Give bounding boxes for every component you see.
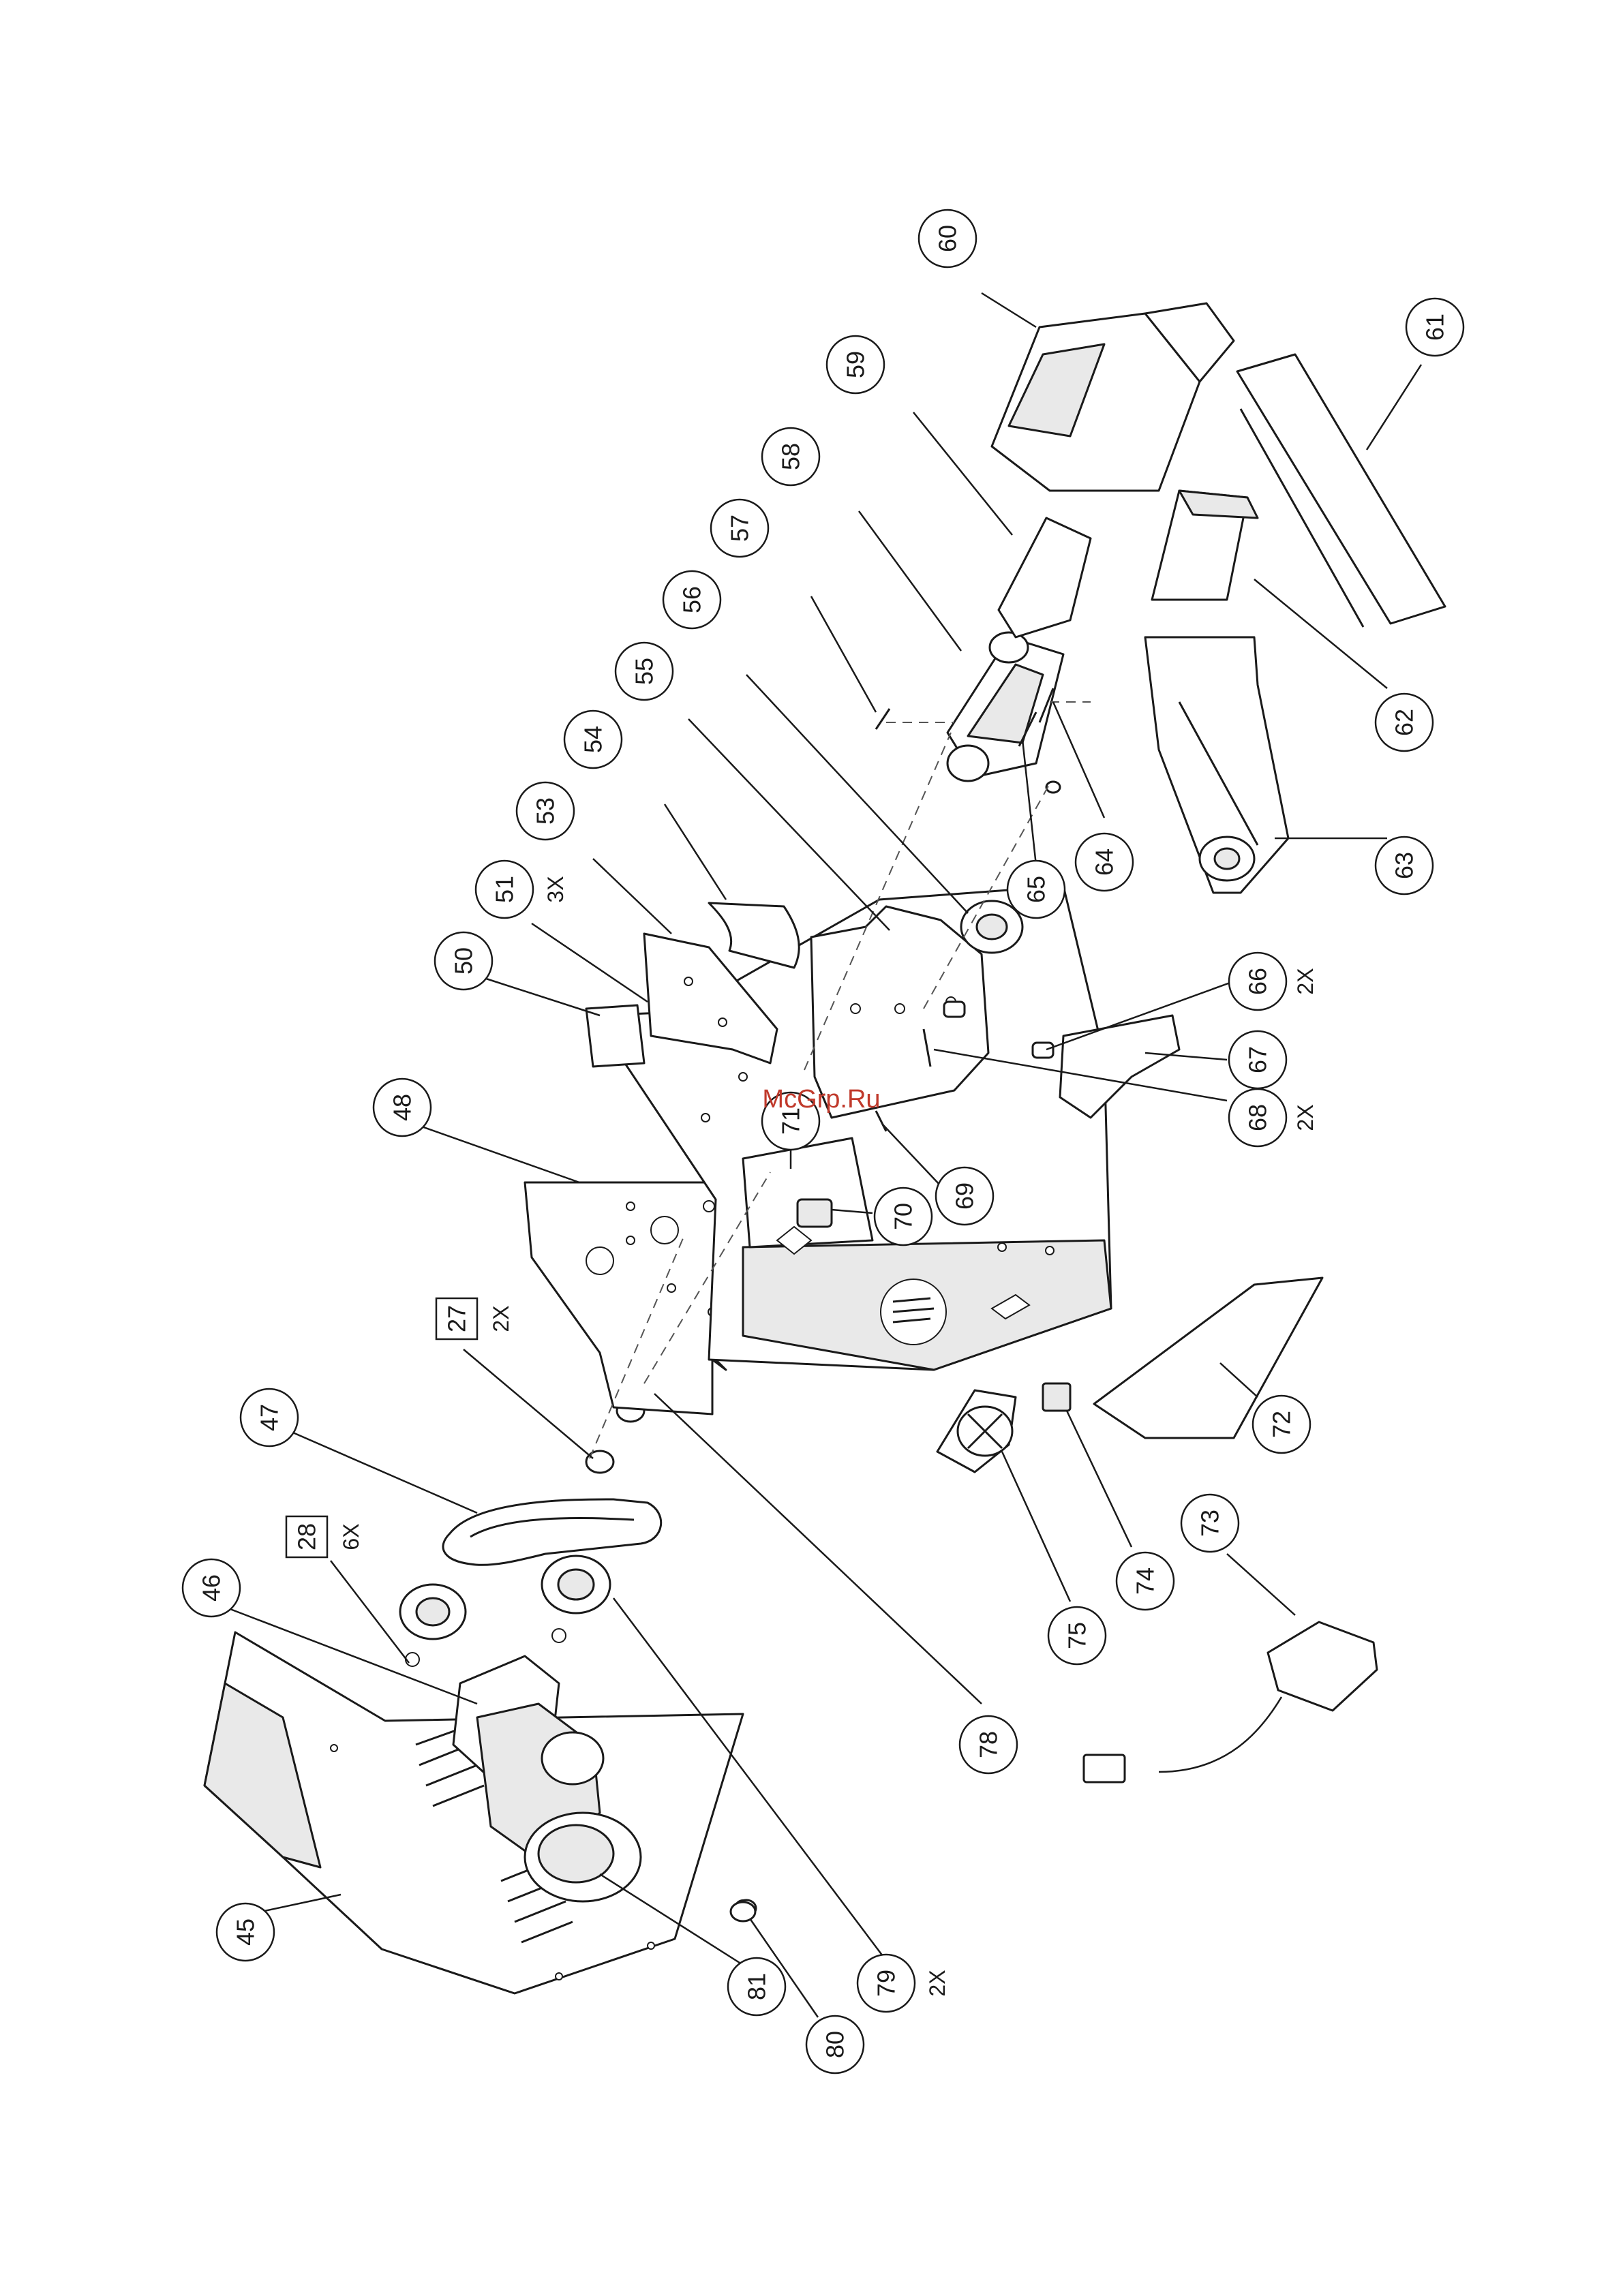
callout-79-qty: 2X (925, 1970, 950, 1996)
callout-65-label: 65 (1022, 876, 1050, 903)
part-62-shield (1152, 491, 1258, 600)
callout-57: 57 (711, 500, 768, 557)
callout-70-label: 70 (890, 1203, 917, 1230)
callout-59: 59 (827, 336, 884, 393)
callout-51-label: 51 (491, 876, 519, 903)
callout-69: 69 (936, 1167, 993, 1225)
callout-58-label: 58 (777, 443, 805, 470)
callout-51-qty: 3X (543, 876, 568, 902)
part-60-hopper (992, 303, 1234, 491)
callout-28-qty: 6X (339, 1523, 363, 1550)
part-54-chute (709, 903, 799, 968)
callout-61-label: 61 (1421, 313, 1449, 341)
callout-66: 66 2X (1229, 953, 1318, 1010)
callout-68: 68 2X (1229, 1089, 1318, 1146)
callout-81-label: 81 (743, 1973, 771, 2000)
callout-48: 48 (374, 1079, 431, 1136)
callout-46-label: 46 (198, 1574, 226, 1602)
callout-79-label: 79 (873, 1970, 900, 1997)
callout-74-label: 74 (1132, 1567, 1159, 1595)
callout-47-label: 47 (256, 1404, 284, 1431)
callout-63: 63 (1376, 837, 1433, 894)
callout-79: 79 2X (858, 1955, 950, 2012)
callout-58: 58 (762, 428, 819, 485)
callout-67-label: 67 (1244, 1046, 1272, 1073)
part-47-timing-belt (443, 1499, 661, 1565)
part-56-roller (961, 901, 1022, 953)
callout-64: 64 (1076, 833, 1133, 891)
callout-56: 56 (663, 571, 721, 628)
callout-62: 62 (1376, 694, 1433, 751)
callout-48-label: 48 (389, 1094, 416, 1121)
callout-72: 72 (1253, 1396, 1310, 1453)
callout-45: 45 (217, 1903, 274, 1961)
callout-28-boxed: 28 6X (286, 1516, 363, 1557)
callout-53: 53 (517, 782, 574, 840)
callout-56-label: 56 (678, 586, 706, 613)
callout-47: 47 (241, 1389, 298, 1446)
callout-81: 81 (728, 1958, 785, 2015)
callout-66-qty: 2X (1293, 968, 1318, 994)
callout-74: 74 (1117, 1552, 1174, 1610)
callout-45-label: 45 (232, 1918, 260, 1946)
callout-70: 70 (875, 1188, 932, 1245)
watermark-text: McGrp.Ru (762, 1085, 880, 1114)
callout-64-label: 64 (1091, 848, 1119, 876)
callout-72-label: 72 (1268, 1411, 1296, 1438)
callout-80: 80 (806, 2016, 864, 2073)
part-59-hopper-guard (999, 518, 1091, 637)
callout-80-label: 80 (821, 2031, 849, 2058)
callout-73: 73 (1181, 1495, 1239, 1552)
callout-73-label: 73 (1196, 1510, 1224, 1537)
callout-55-label: 55 (631, 658, 658, 685)
callout-54: 54 (564, 711, 622, 768)
callout-78: 78 (960, 1716, 1017, 1773)
callout-66-label: 66 (1244, 968, 1272, 995)
callout-68-label: 68 (1244, 1104, 1272, 1131)
callout-60: 60 (919, 210, 976, 267)
callout-50: 50 (435, 932, 492, 990)
part-63-shaft-assembly (1145, 637, 1288, 893)
callout-68-qty: 2X (1293, 1104, 1318, 1131)
part-70-switch (798, 1199, 832, 1227)
callout-27-label: 27 (443, 1305, 471, 1332)
callout-27-qty: 2X (489, 1305, 513, 1332)
callout-67: 67 (1229, 1031, 1286, 1088)
callout-51: 51 3X (476, 861, 568, 918)
callout-69-label: 69 (951, 1182, 979, 1210)
part-73-foot-pedal (1084, 1622, 1377, 1782)
part-28-79-pulleys (400, 1556, 610, 1666)
part-80-nut (731, 1902, 755, 1921)
callout-78-label: 78 (975, 1731, 1003, 1758)
callout-62-label: 62 (1391, 709, 1419, 736)
callout-59-label: 59 (842, 351, 870, 378)
callout-75: 75 (1048, 1607, 1106, 1664)
callout-75-label: 75 (1063, 1622, 1091, 1649)
callout-53-label: 53 (532, 797, 560, 825)
callout-61: 61 (1406, 299, 1463, 356)
callout-50-label: 50 (450, 947, 478, 975)
callout-28-label: 28 (293, 1523, 321, 1550)
callout-46: 46 (183, 1559, 240, 1617)
callout-55: 55 (616, 643, 673, 700)
part-75-fan (937, 1390, 1016, 1472)
part-74-connector (1043, 1383, 1070, 1411)
callout-63-label: 63 (1391, 852, 1419, 879)
part-57-pin (876, 709, 890, 729)
callout-57-label: 57 (726, 515, 754, 542)
part-61-cover-rail (1237, 354, 1445, 627)
callout-27-boxed: 27 2X (436, 1298, 513, 1339)
callout-65: 65 (1007, 861, 1065, 918)
callout-54-label: 54 (579, 726, 607, 753)
callout-60-label: 60 (934, 225, 962, 252)
